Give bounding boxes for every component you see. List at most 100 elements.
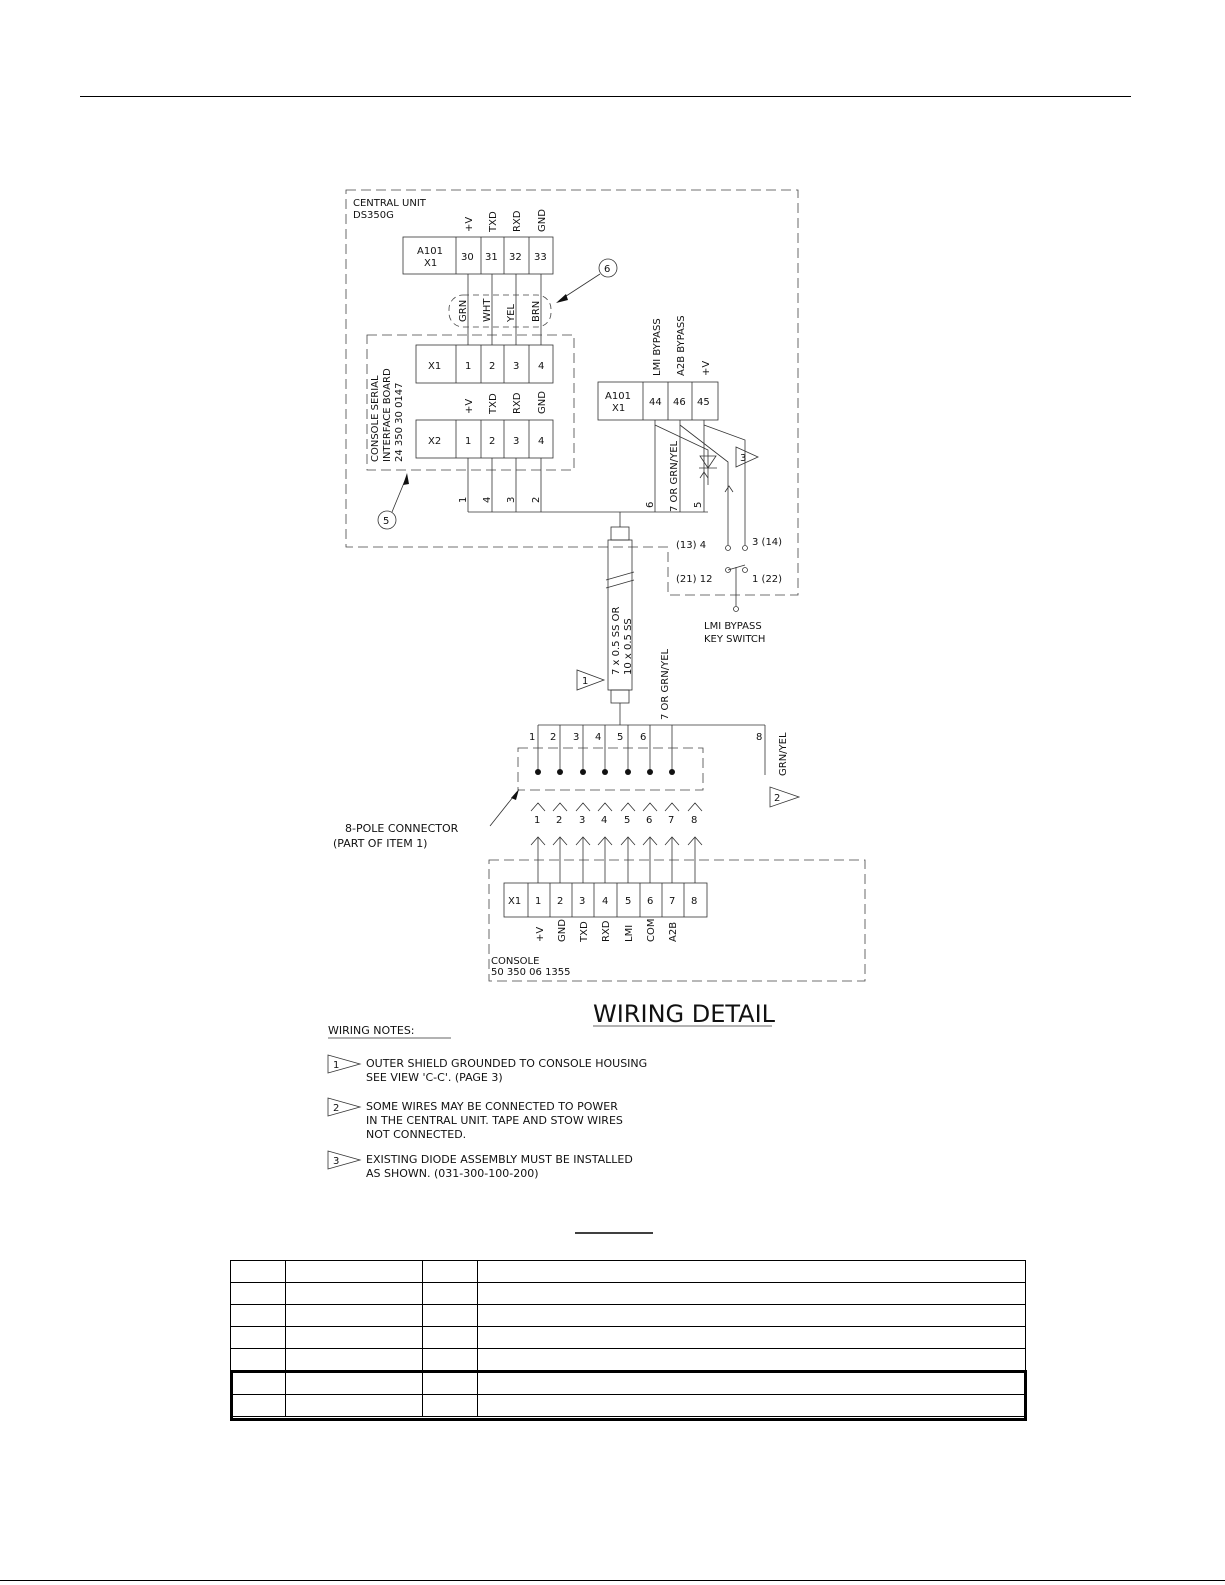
svg-text:COM: COM: [646, 919, 657, 942]
central-unit-label: CENTRAL UNIT: [353, 198, 427, 209]
svg-text:46: 46: [673, 397, 686, 408]
note-ref-3-marker: 3: [735, 446, 759, 468]
x2-wires: 1 4 3 2: [458, 458, 708, 513]
mating-pins: 1 2 3 4 5 6 7 8: [530, 802, 703, 883]
svg-text:AS SHOWN. (031-300-100-200): AS SHOWN. (031-300-100-200): [366, 1167, 539, 1180]
svg-text:(21) 12: (21) 12: [676, 574, 712, 585]
connector-bus: 1 2 3 4 5 6 8 GRN/YEL: [529, 724, 789, 776]
central-unit-outline: [345, 189, 799, 596]
svg-text:1: 1: [465, 361, 471, 372]
a101-x1-top-block: A101 X1 30 31 32 33 +V TXD RXD GND: [402, 209, 554, 275]
pin-31: 31: [485, 252, 498, 263]
svg-text:6: 6: [647, 896, 653, 907]
interface-board-line1: CONSOLE SERIAL: [370, 375, 381, 462]
right-block-wires: 6 7 OR GRN/YEL 5: [645, 420, 746, 545]
svg-text:1: 1: [333, 1060, 339, 1071]
console-part-number: 50 350 06 1355: [491, 967, 571, 978]
interface-board-outline: [366, 334, 575, 471]
svg-text:3: 3: [513, 436, 519, 447]
svg-text:A2B BYPASS: A2B BYPASS: [676, 315, 687, 376]
svg-text:5: 5: [693, 502, 704, 508]
svg-text:(13) 4: (13) 4: [676, 540, 706, 551]
table-row: [230, 1326, 1026, 1349]
svg-text:(PART OF ITEM 1): (PART OF ITEM 1): [333, 837, 427, 850]
x2-signal-rxd: RXD: [512, 392, 523, 414]
interface-board-line2: INTERFACE BOARD: [382, 368, 393, 462]
svg-text:44: 44: [649, 397, 662, 408]
svg-text:+V: +V: [535, 927, 546, 942]
svg-text:1: 1: [529, 732, 535, 743]
diagram-title: WIRING DETAIL: [593, 1000, 776, 1028]
signal-rxd: RXD: [512, 210, 523, 232]
svg-text:4: 4: [595, 732, 601, 743]
pin-32: 32: [509, 252, 522, 263]
svg-text:8: 8: [691, 896, 697, 907]
svg-text:4: 4: [538, 436, 544, 447]
signal-plus-v: +V: [464, 217, 475, 232]
svg-text:3: 3: [740, 453, 746, 464]
wire-color-grn: GRN: [458, 300, 469, 322]
svg-text:5: 5: [383, 516, 389, 527]
svg-text:6: 6: [645, 502, 656, 508]
console-label: CONSOLE: [491, 956, 539, 967]
svg-text:LMI: LMI: [624, 925, 635, 942]
x2-signal-txd: TXD: [488, 393, 499, 415]
signal-gnd: GND: [537, 209, 548, 232]
svg-text:1: 1: [458, 497, 469, 503]
svg-text:3: 3: [333, 1156, 339, 1167]
svg-text:1: 1: [535, 896, 541, 907]
cable-trunk: 7 x 0.5 SS OR 10 x 0.5 SS: [605, 512, 635, 725]
x1-board-block: X1 1 2 3 4: [415, 344, 554, 384]
note-2: 2 SOME WIRES MAY BE CONNECTED TO POWER I…: [327, 1097, 623, 1141]
item-5-callout: 5: [377, 473, 409, 530]
svg-text:7: 7: [669, 896, 675, 907]
pin-33: 33: [534, 252, 547, 263]
wire-color-yel: YEL: [506, 304, 517, 323]
svg-text:SOME WIRES MAY BE CONNECTED TO: SOME WIRES MAY BE CONNECTED TO POWER: [366, 1100, 618, 1113]
svg-text:6: 6: [646, 815, 652, 826]
svg-text:6: 6: [640, 732, 646, 743]
x2-board-block: X2 1 2 3 4: [415, 419, 554, 459]
svg-text:2: 2: [489, 361, 495, 372]
x2-signal-gnd: GND: [537, 391, 548, 414]
table-row: [230, 1304, 1026, 1327]
wire-bundle-top: GRN WHT YEL BRN: [448, 274, 552, 345]
svg-text:X2: X2: [428, 436, 441, 447]
svg-text:3: 3: [506, 497, 517, 503]
console-x1-block: X1 1 2 3 4 5 6 7 8 +V GND TXD RXD LMI CO…: [503, 882, 708, 943]
svg-text:SEE VIEW 'C-C'. (PAGE 3): SEE VIEW 'C-C'. (PAGE 3): [366, 1071, 503, 1084]
svg-text:8: 8: [691, 815, 697, 826]
note-1: 1 OUTER SHIELD GROUNDED TO CONSOLE HOUSI…: [327, 1054, 647, 1084]
svg-text:LMI BYPASS: LMI BYPASS: [652, 318, 663, 376]
svg-text:+V: +V: [701, 361, 712, 376]
svg-text:3: 3: [579, 815, 585, 826]
wire-color-brn: BRN: [531, 301, 542, 322]
svg-text:TXD: TXD: [579, 921, 590, 943]
key-switch: (13) 4 3 (14) (21) 12 1 (22) LMI BYPASS …: [676, 537, 782, 645]
svg-text:2: 2: [333, 1103, 339, 1114]
svg-text:7: 7: [668, 815, 674, 826]
svg-text:2: 2: [550, 732, 556, 743]
svg-text:7 x 0.5 SS OR: 7 x 0.5 SS OR: [611, 607, 622, 675]
svg-text:2: 2: [557, 896, 563, 907]
svg-text:1: 1: [534, 815, 540, 826]
x2-signal-plus-v: +V: [464, 399, 475, 414]
wire-color-wht: WHT: [482, 298, 493, 322]
svg-text:X1: X1: [508, 896, 521, 907]
svg-text:5: 5: [624, 815, 630, 826]
svg-text:LMI BYPASS: LMI BYPASS: [704, 621, 762, 632]
table-row: [230, 1282, 1026, 1305]
table-row: [230, 1394, 1026, 1417]
svg-text:4: 4: [538, 361, 544, 372]
svg-text:1: 1: [582, 676, 588, 687]
table-row: [230, 1348, 1026, 1372]
note-3: 3 EXISTING DIODE ASSEMBLY MUST BE INSTAL…: [327, 1150, 633, 1180]
svg-text:4: 4: [601, 815, 607, 826]
svg-text:IN THE CENTRAL UNIT. TAPE AND: IN THE CENTRAL UNIT. TAPE AND STOW WIRES: [366, 1114, 623, 1127]
svg-text:10 x 0.5 SS: 10 x 0.5 SS: [623, 618, 634, 675]
parts-table: [230, 1260, 1026, 1417]
svg-text:6: 6: [604, 264, 610, 275]
svg-text:1: 1: [465, 436, 471, 447]
a101-x1-right-block: A101 X1 44 46 45 LMI BYPASS A2B BYPASS +…: [597, 315, 719, 421]
